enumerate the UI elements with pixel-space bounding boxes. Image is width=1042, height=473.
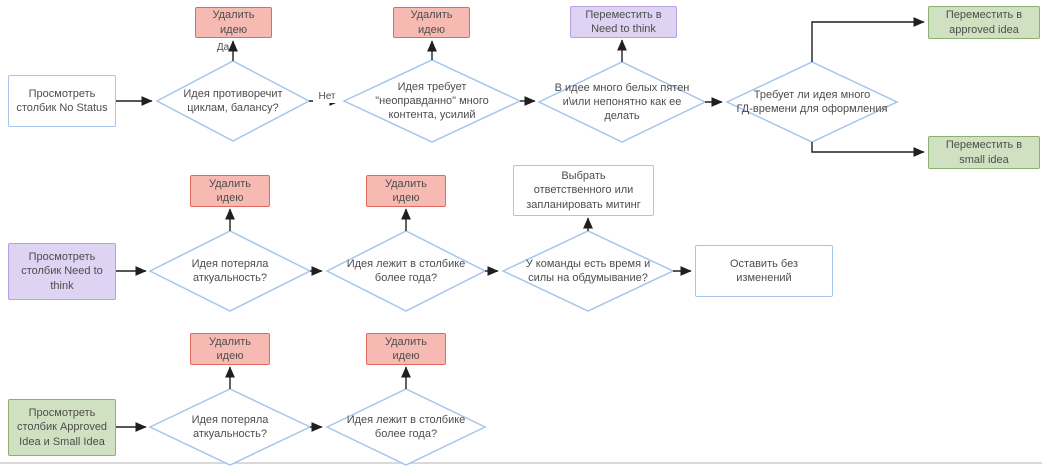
- decision-label-idea-contradicts: Идея противоречит циклам, балансу?: [183, 87, 283, 114]
- node-delete-idea-r3a[interactable]: Удалить идею: [190, 333, 270, 365]
- decision-idea-older-than-year-row3[interactable]: [325, 388, 487, 466]
- node-delete-idea-r3b[interactable]: Удалить идею: [366, 333, 446, 365]
- node-move-to-need-to-think[interactable]: Переместить в Need to think: [570, 6, 677, 38]
- decision-requires-gd-time[interactable]: [725, 61, 899, 143]
- decision-label-white-spots: В идее много белых пятен и\или непонятно…: [554, 81, 690, 123]
- node-review-approved-small-column[interactable]: Просмотреть столбик Approved Idea и Smal…: [8, 399, 116, 456]
- decision-label-requires-content: Идея требует "неоправданно" много контен…: [375, 80, 489, 122]
- node-delete-idea-r1a[interactable]: Удалить идею: [195, 7, 272, 38]
- node-delete-idea-r2b[interactable]: Удалить идею: [366, 175, 446, 207]
- edge-label-no: Нет: [313, 90, 341, 103]
- edge-label-yes: Да: [216, 42, 230, 53]
- decision-label-lost-relevance-row3: Идея потеряла аткуальность?: [191, 413, 269, 440]
- node-review-no-status-column[interactable]: Просмотреть столбик No Status: [8, 75, 116, 127]
- node-leave-unchanged[interactable]: Оставить без изменений: [695, 245, 833, 297]
- decision-label-lost-relevance-row2: Идея потеряла аткуальность?: [191, 257, 269, 284]
- node-delete-idea-r2a[interactable]: Удалить идею: [190, 175, 270, 207]
- connector-d4-small: [811, 142, 925, 157]
- node-review-need-to-think-column[interactable]: Просмотреть столбик Need to think: [8, 243, 116, 300]
- decision-label-team-has-time: У команды есть время и силы на обдумыван…: [525, 257, 651, 284]
- decision-label-older-than-year-row3: Идея лежит в столбике более года?: [346, 413, 466, 440]
- decision-label-older-than-year-row2: Идея лежит в столбике более года?: [346, 257, 466, 284]
- node-move-to-approved-idea[interactable]: Переместить в approved idea: [928, 6, 1040, 39]
- decision-label-gd-time: Требует ли идея много ГД-времени для офо…: [736, 88, 888, 115]
- node-move-to-small-idea[interactable]: Переместить в small idea: [928, 136, 1040, 169]
- node-delete-idea-r1b[interactable]: Удалить идею: [393, 7, 470, 38]
- node-choose-owner-or-schedule-meeting[interactable]: Выбрать ответственного или запланировать…: [513, 165, 654, 216]
- connector-d4-approved: [811, 17, 925, 62]
